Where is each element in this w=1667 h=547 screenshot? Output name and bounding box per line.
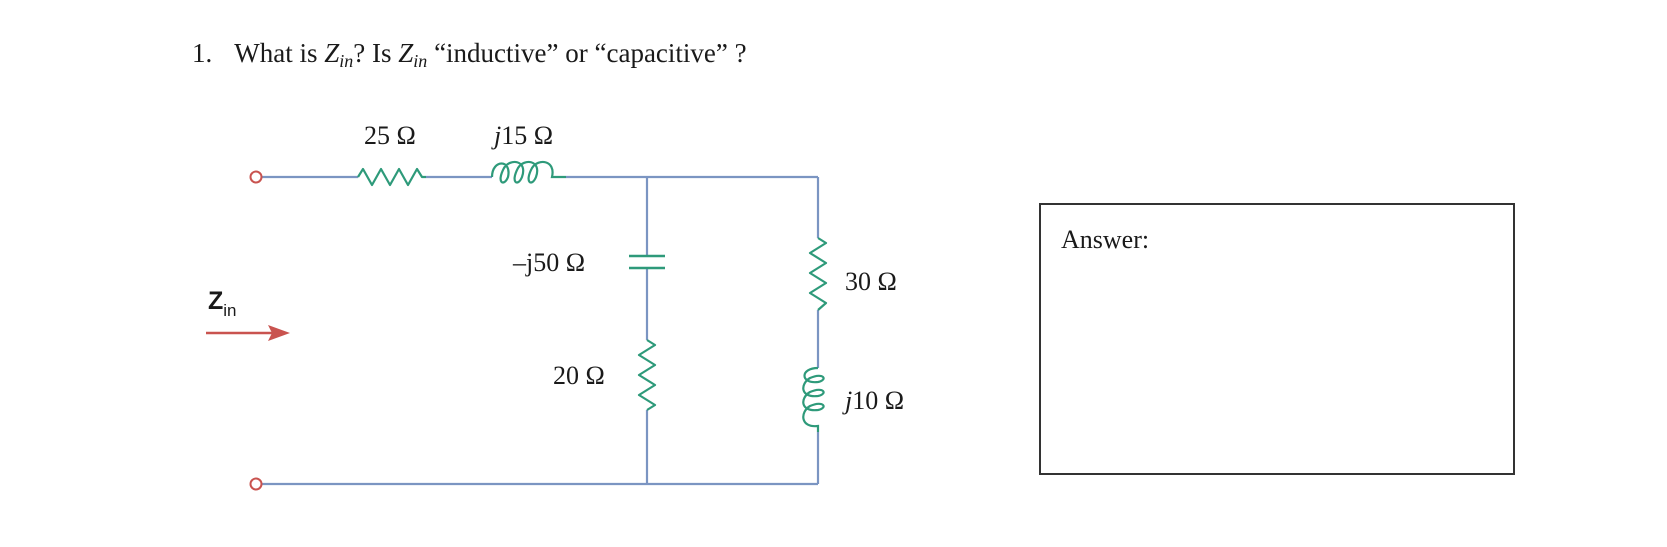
zin-subscript-1: in [339, 51, 354, 71]
answer-box[interactable]: Answer: [1039, 203, 1515, 475]
capacitor-j50-ohm [629, 254, 665, 270]
wires [262, 175, 820, 486]
question-number: 1. [192, 38, 213, 68]
terminal-bottom [249, 477, 263, 491]
label-25-ohm: 25 Ω [364, 121, 416, 150]
label-20-ohm: 20 Ω [553, 361, 605, 390]
label-j10-prefix: j [842, 386, 852, 415]
resistor-30-ohm [808, 237, 828, 311]
zin-symbol-2: Z [398, 38, 414, 68]
question-part-2: ? Is [353, 38, 399, 68]
inductor-j15-ohm [490, 160, 566, 184]
label-j15-prefix: j [491, 121, 501, 150]
label-zin: Zin [208, 287, 237, 320]
label-zin-main: Z [208, 287, 223, 315]
zin-subscript-2: in [413, 51, 428, 71]
question-part-3: “inductive” or “capacitive” ? [427, 38, 747, 68]
zin-symbol-1: Z [324, 38, 340, 68]
resistor-25-ohm [357, 167, 426, 187]
question-text: 1.What is Zin? Is Zin “inductive” or “ca… [192, 38, 747, 72]
label-j15-value: 15 Ω [501, 121, 553, 150]
label-j15-ohm: j15 Ω [491, 121, 553, 150]
terminal-top [249, 170, 263, 184]
resistor-20-ohm [637, 339, 657, 411]
label-zin-sub: in [223, 301, 236, 320]
label-j50-value: 50 Ω [533, 248, 585, 277]
question-part-1: What is [234, 38, 325, 68]
zin-arrow [206, 325, 290, 341]
answer-label: Answer: [1061, 225, 1150, 254]
label-30-ohm: 30 Ω [845, 267, 897, 296]
label-j50-ohm: –j50 Ω [512, 248, 585, 277]
label-j10-ohm: j10 Ω [842, 386, 904, 415]
inductor-j10-ohm [802, 366, 825, 432]
label-j10-value: 10 Ω [852, 386, 904, 415]
label-j50-prefix: –j [512, 248, 533, 277]
